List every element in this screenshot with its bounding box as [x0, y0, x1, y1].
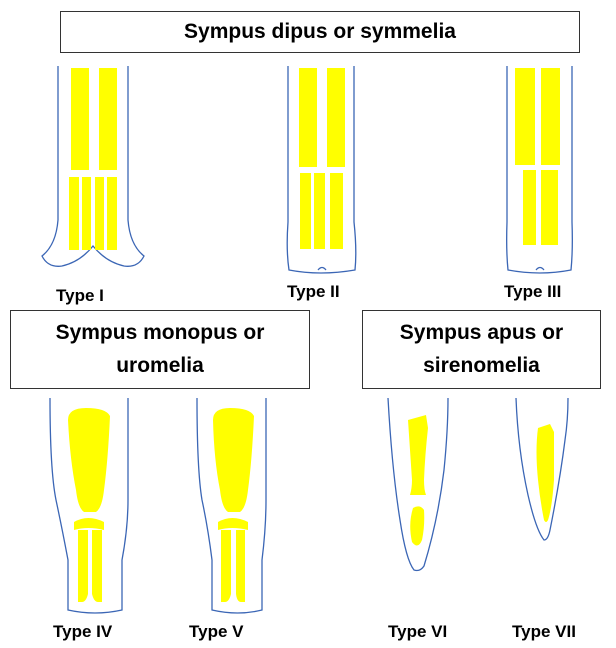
- label-type-2: Type II: [287, 282, 340, 302]
- limb-type-7-fused-bone: [537, 424, 555, 522]
- limb-type-3-femur-right: [541, 68, 560, 165]
- limb-type-3-toe: [536, 268, 544, 271]
- label-type-4: Type IV: [53, 622, 112, 642]
- label-type-3: Type III: [504, 282, 561, 302]
- label-type-5: Type V: [189, 622, 243, 642]
- limb-type-1-leg-bone-2: [82, 177, 91, 250]
- limb-type-7: [516, 398, 568, 540]
- limb-type-5-tibia-right: [236, 530, 245, 602]
- limb-type-1-outline: [42, 66, 144, 266]
- limb-type-2-leg-bone-2: [314, 173, 325, 249]
- label-type-6: Type VI: [388, 622, 447, 642]
- limb-type-2-femur-right: [327, 68, 345, 167]
- limb-type-2-toe: [318, 268, 326, 271]
- limb-type-4-tibia-right: [92, 530, 102, 602]
- limb-type-2-leg-bone-3: [330, 173, 343, 249]
- limb-type-5: [197, 398, 266, 613]
- limb-type-3: [507, 66, 573, 273]
- limb-type-2: [287, 66, 356, 273]
- label-type-7: Type VII: [512, 622, 576, 642]
- limb-type-6-lower-bone: [410, 506, 424, 545]
- limb-type-2-femur-left: [299, 68, 317, 167]
- limb-type-2-leg-bone-1: [300, 173, 311, 249]
- limb-type-4: [50, 398, 128, 613]
- limb-type-5-tibia-left: [221, 530, 231, 602]
- limb-type-1-leg-bone-1: [69, 177, 79, 250]
- limb-type-1: [42, 66, 144, 266]
- limb-type-1-leg-bone-3: [95, 177, 104, 250]
- limb-type-1-femur-left: [71, 68, 89, 170]
- limb-type-3-leg-bone-right: [541, 170, 558, 245]
- limb-type-4-femur: [68, 408, 110, 512]
- limb-type-1-femur-right: [99, 68, 117, 170]
- limb-type-5-femur: [213, 408, 254, 512]
- limb-type-3-leg-bone-left: [523, 170, 536, 245]
- limb-type-1-leg-bone-4: [107, 177, 117, 250]
- limb-type-5-knee-cap: [218, 518, 248, 530]
- limb-type-4-tibia-left: [78, 530, 88, 602]
- limb-type-6: [388, 398, 448, 571]
- limb-type-4-knee-cap: [74, 518, 104, 530]
- limb-type-6-femur: [408, 415, 428, 495]
- label-type-1: Type I: [56, 286, 104, 306]
- limb-type-3-femur-left: [515, 68, 535, 165]
